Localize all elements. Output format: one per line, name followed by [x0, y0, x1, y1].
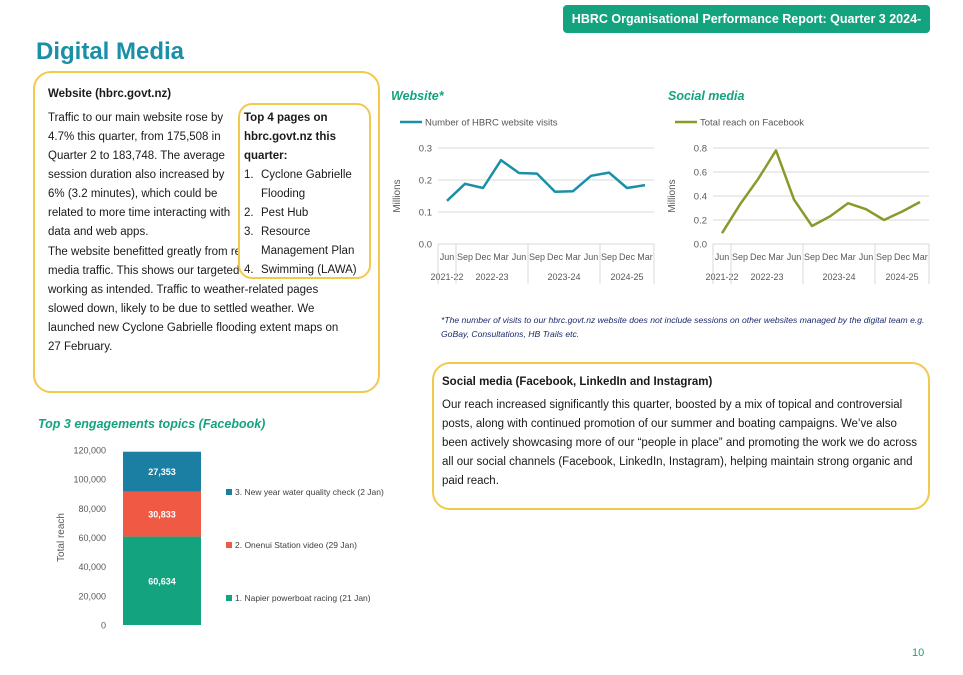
bar-segment [123, 491, 201, 537]
x-tick-label: Jun [787, 252, 802, 262]
y-tick-label: 0.3 [419, 144, 432, 155]
y-tick-label: 0.6 [694, 168, 707, 179]
x-tick-label: Sep [804, 252, 820, 262]
list-label: Cyclone Gabrielle Flooding [261, 169, 352, 200]
social-paragraph: Our reach increased significantly this q… [442, 399, 917, 487]
x-tick-label: Jun [512, 252, 527, 262]
y-tick-label: 60,000 [78, 533, 106, 543]
list-number: 3. [244, 226, 254, 238]
social-chart-label: Social media [668, 89, 745, 103]
website-visits-chart: Number of HBRC website visits 0.0 0.1 0.2 0.… [392, 118, 655, 284]
y-tick-label: 40,000 [78, 562, 106, 572]
y-axis-title: Millions [667, 179, 678, 212]
y-tick-label: 0.0 [694, 240, 707, 251]
x-group-label: 2024-25 [610, 272, 643, 282]
list-item: 2. Pest Hub [244, 204, 369, 223]
x-tick-label: Mar [840, 252, 856, 262]
page-number: 10 [912, 647, 925, 659]
legend-label: Total reach on Facebook [700, 118, 804, 129]
top-pages-title: Top 4 pages on hbrc.govt.nz this quarter… [244, 112, 336, 162]
x-tick-label: Sep [876, 252, 892, 262]
x-group-label: 2023-24 [547, 272, 580, 282]
social-summary-box [432, 362, 930, 510]
list-label: Resource Management Plan [261, 226, 355, 257]
top-pages-list: 1.Cyclone Gabrielle Flooding 2.Pest Hub … [244, 166, 369, 280]
x-tick-label: Jun [440, 252, 455, 262]
list-number: 4. [244, 264, 254, 276]
engagements-bar-chart: 0 20,000 40,000 60,000 80,000 100,000 120,000T… [56, 446, 384, 631]
data-label: 60,634 [148, 576, 176, 586]
y-tick-label: 0.8 [694, 144, 707, 155]
x-tick-label: Dec [475, 252, 492, 262]
website-paragraph-1: Traffic to our main website rose by 4.7%… [48, 112, 231, 238]
legend-swatch [226, 542, 232, 548]
bar-segment [123, 451, 201, 492]
page-title: Digital Media [36, 38, 185, 65]
x-tick-label: Mar [768, 252, 784, 262]
x-tick-label: Sep [457, 252, 473, 262]
website-chart-label: Website* [391, 89, 444, 103]
y-axis-title: Millions [392, 179, 403, 212]
facebook-reach-chart: Total reach on Facebook 0.0 0.2 0.4 0.6 0.8Mi… [667, 118, 930, 284]
x-group-label: 2021-22 [430, 272, 463, 282]
y-tick-label: 0.2 [419, 176, 432, 187]
legend-swatch [226, 595, 232, 601]
x-tick-label: Dec [894, 252, 911, 262]
list-item: 4. Swimming (LAWA) [244, 261, 369, 280]
y-tick-label: 0.4 [694, 192, 707, 203]
legend-label: 2. Onenui Station video (29 Jan) [235, 540, 357, 550]
x-tick-label: Dec [619, 252, 636, 262]
data-label: 30,833 [148, 510, 176, 520]
x-tick-label: Dec [750, 252, 767, 262]
y-tick-label: 20,000 [78, 591, 106, 601]
x-tick-label: Jun [584, 252, 599, 262]
y-axis-title: Total reach [56, 513, 67, 562]
legend-label: 3. New year water quality check (2 Jan) [235, 487, 384, 497]
x-tick-label: Mar [912, 252, 928, 262]
x-tick-label: Dec [822, 252, 839, 262]
engagements-chart-label: Top 3 engagements topics (Facebook) [38, 417, 266, 431]
website-heading: Website (hbrc.govt.nz) [48, 88, 172, 100]
x-group-label: 2022-23 [750, 272, 783, 282]
data-label: 27,353 [148, 467, 176, 477]
list-label: Pest Hub [261, 207, 309, 219]
x-tick-label: Sep [732, 252, 748, 262]
x-group-label: 2022-23 [475, 272, 508, 282]
list-item: 1. Cyclone Gabrielle Flooding [244, 166, 369, 204]
series-line [720, 149, 921, 234]
x-group-label: 2021-22 [705, 272, 738, 282]
top-pages-box [238, 103, 371, 279]
x-tick-label: Mar [565, 252, 581, 262]
list-number: 1. [244, 169, 254, 181]
legend-label: Number of HBRC website visits [425, 118, 558, 129]
legend-label: 1. Napier powerboat racing (21 Jan) [235, 593, 371, 603]
y-tick-label: 100,000 [73, 475, 106, 485]
website-footnote: *The number of visits to our hbrc.govt.n… [441, 315, 925, 339]
x-group-label: 2024-25 [885, 272, 918, 282]
legend-swatch [226, 489, 232, 495]
list-item: 3. Resource Management Plan [244, 223, 369, 261]
x-tick-label: Jun [859, 252, 874, 262]
x-tick-label: Mar [637, 252, 653, 262]
x-group-label: 2023-24 [822, 272, 855, 282]
x-tick-label: Jun [715, 252, 730, 262]
y-tick-label: 0.0 [419, 240, 432, 251]
series-line [446, 158, 646, 202]
x-tick-label: Mar [493, 252, 509, 262]
social-heading: Social media (Facebook, LinkedIn and Ins… [442, 376, 713, 388]
bar-segment [123, 536, 201, 625]
y-tick-label: 0 [101, 621, 106, 631]
list-number: 2. [244, 207, 254, 219]
y-tick-label: 80,000 [78, 504, 106, 514]
report-title-badge: HBRC Organisational Performance Report: … [563, 5, 930, 54]
x-tick-label: Dec [547, 252, 564, 262]
x-tick-label: Sep [529, 252, 545, 262]
y-tick-label: 0.2 [694, 216, 707, 227]
y-tick-label: 120,000 [73, 446, 106, 456]
list-label: Swimming (LAWA) [261, 264, 357, 276]
y-tick-label: 0.1 [419, 208, 432, 219]
website-summary-box [33, 71, 380, 393]
x-tick-label: Sep [601, 252, 617, 262]
